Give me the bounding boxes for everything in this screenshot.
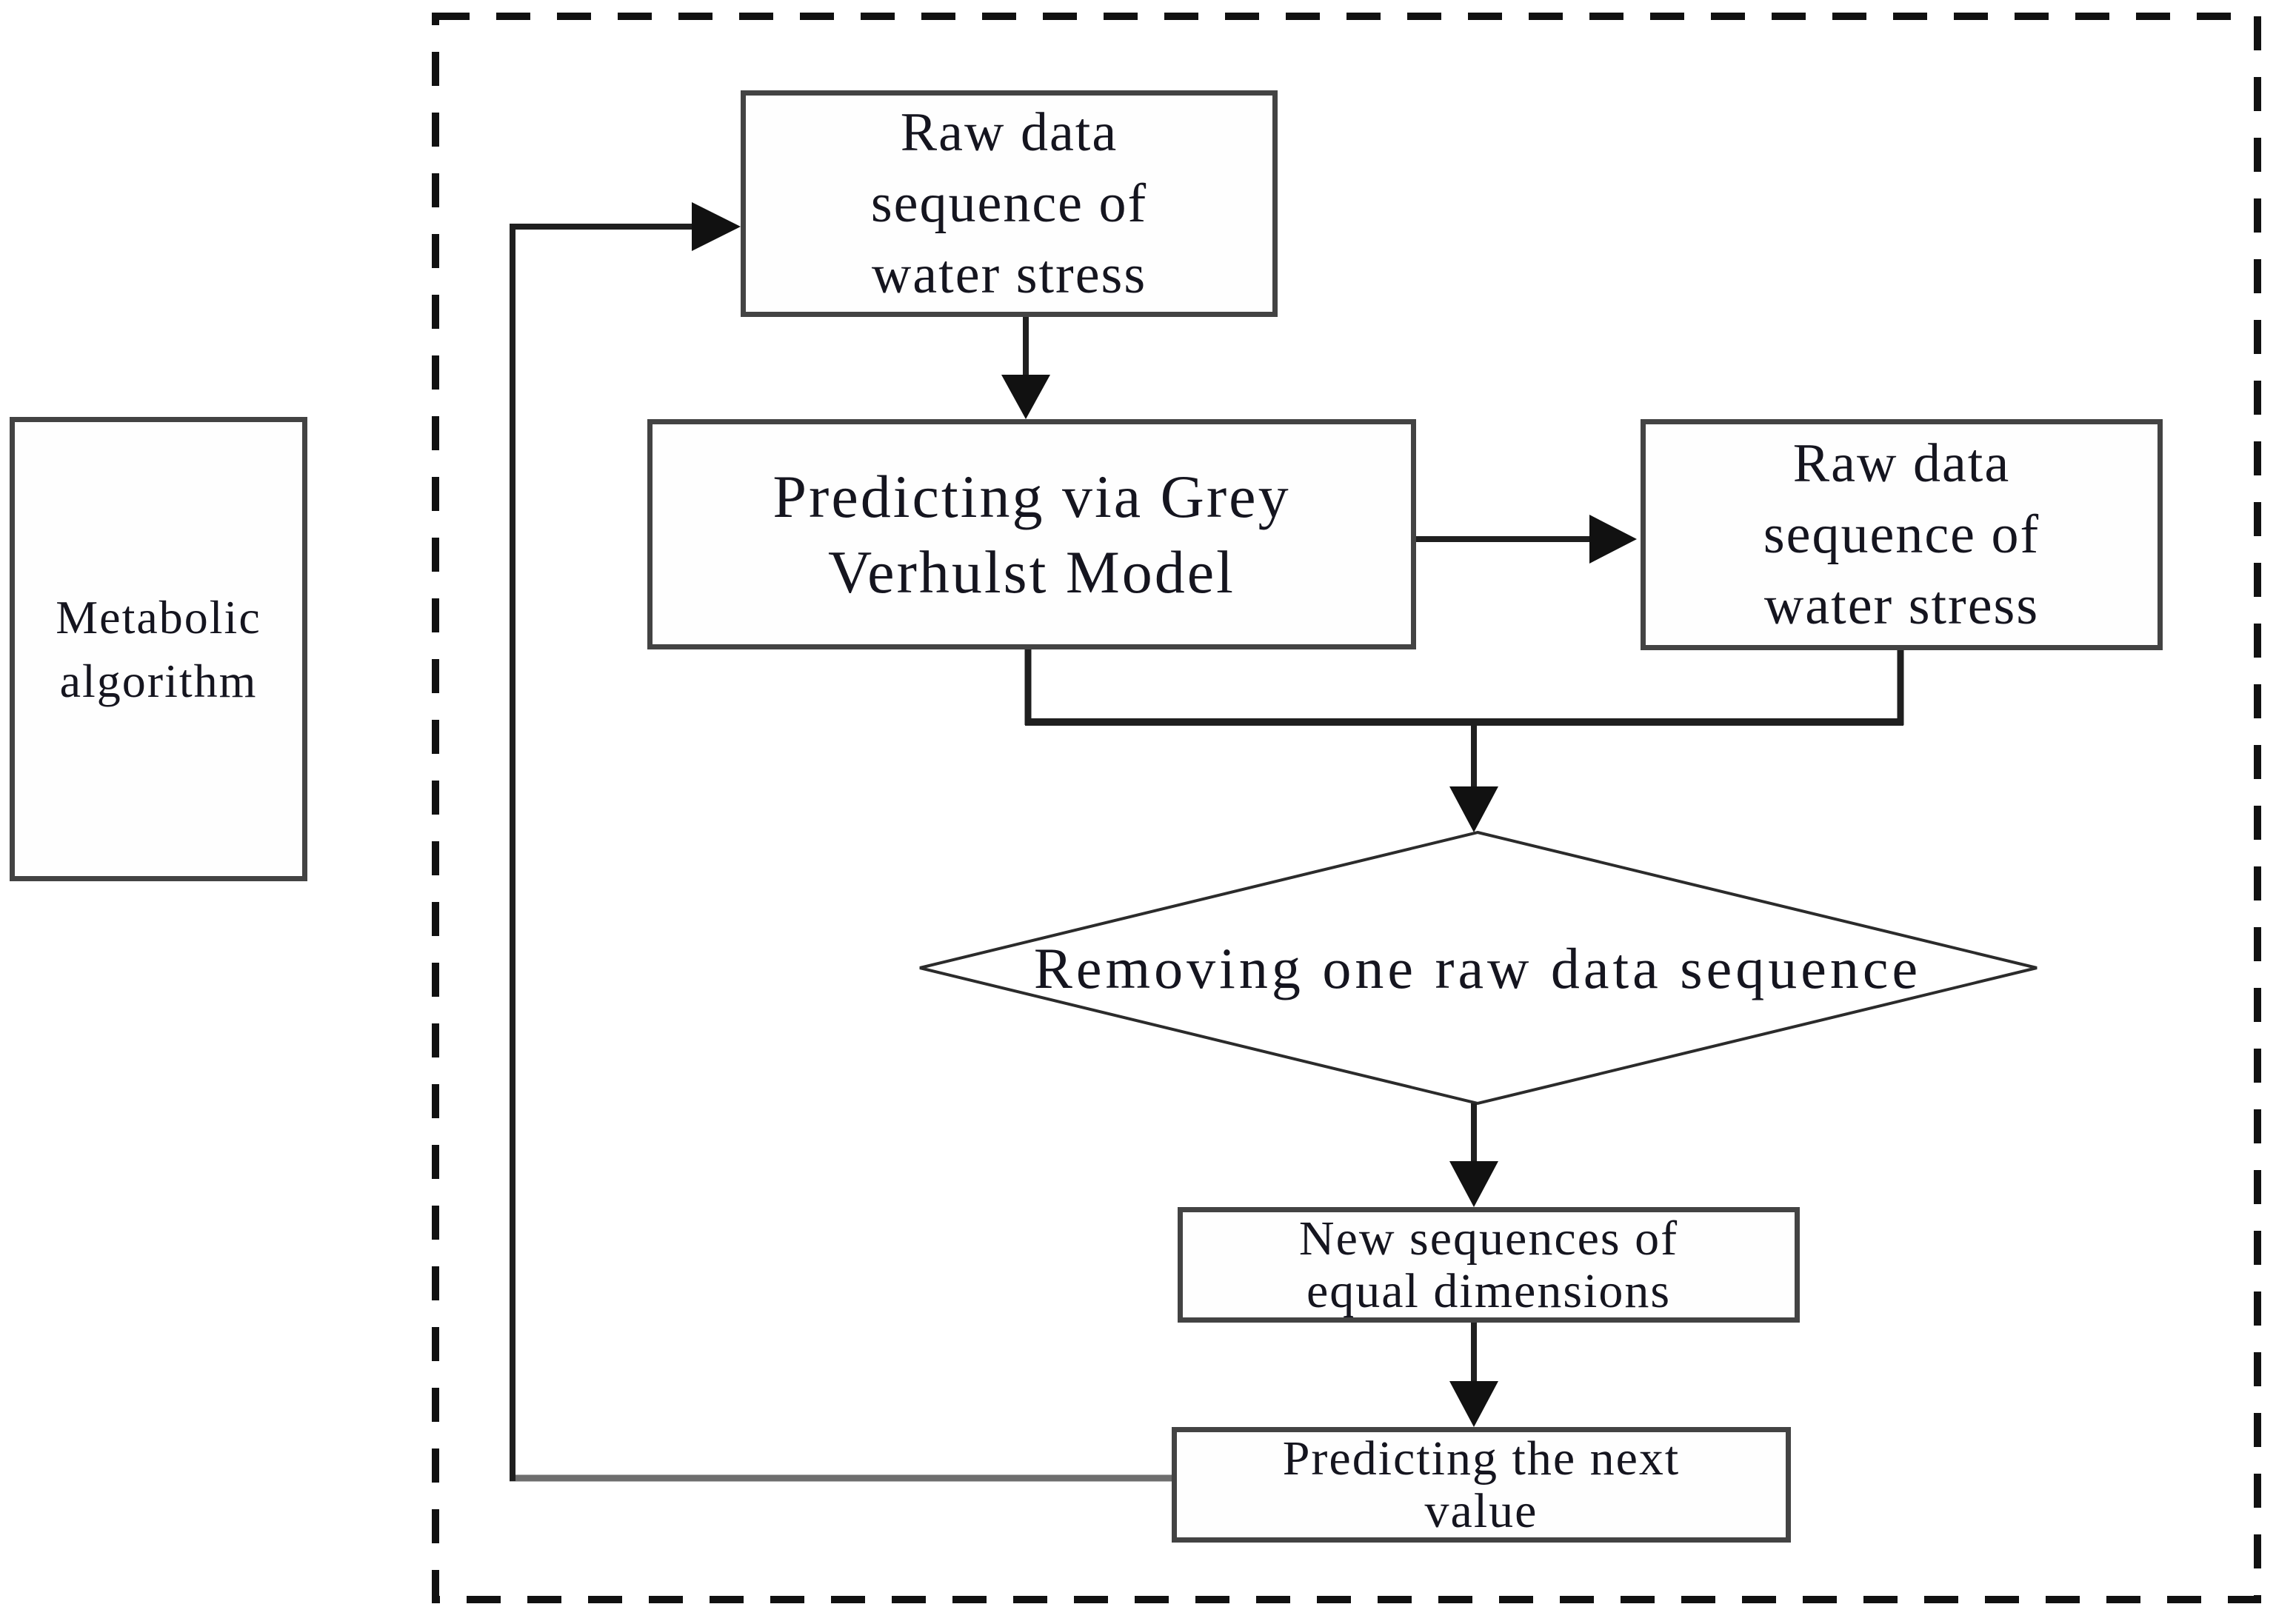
arrowhead-verhulst-to-rawright — [1589, 515, 1637, 564]
arrowhead-merge-to-decision — [1449, 786, 1498, 832]
node-label-line: sequence of — [870, 173, 1148, 234]
node-label-line: water stress — [1763, 575, 2040, 636]
node-label-line: Predicting via Grey — [772, 462, 1291, 530]
node-metabolic-algorithm: Metabolic algorithm — [10, 417, 307, 881]
arrowhead-feedback-to-rawtop — [692, 202, 741, 251]
arrowhead-newseq-to-predict — [1449, 1381, 1498, 1427]
node-predicting-next-value: Predicting the next value — [1172, 1427, 1791, 1543]
node-grey-verhulst-model: Predicting via Grey Verhulst Model — [647, 419, 1416, 649]
node-label-line: Predicting the next — [1282, 1431, 1681, 1486]
node-label-line: water stress — [871, 244, 1147, 305]
algorithm-boundary-dashed-border — [432, 13, 2261, 1603]
arrowhead-decision-to-newseq — [1449, 1161, 1498, 1207]
node-label-line: equal dimensions — [1306, 1264, 1672, 1318]
node-raw-data-top: Raw data sequence of water stress — [741, 90, 1278, 317]
node-raw-data-right: Raw data sequence of water stress — [1641, 419, 2163, 650]
node-decision-removing-sequence: Removing one raw data sequence — [955, 917, 2000, 1020]
node-label-line: value — [1424, 1484, 1538, 1538]
node-label-line: algorithm — [59, 654, 258, 707]
node-label-line: Raw data — [900, 102, 1118, 163]
arrowhead-rawtop-to-verhulst — [1001, 375, 1050, 419]
node-label-line: New sequences of — [1298, 1212, 1679, 1266]
node-new-sequences: New sequences of equal dimensions — [1178, 1207, 1800, 1323]
decision-diamond-shape — [919, 830, 2038, 1106]
node-label-line: Verhulst Model — [828, 538, 1235, 606]
node-label-line: Raw data — [1792, 433, 2011, 494]
node-label-line: Metabolic — [56, 590, 261, 644]
node-label-line: sequence of — [1763, 504, 2040, 565]
node-label-line: Removing one raw data sequence — [1033, 936, 1922, 1000]
